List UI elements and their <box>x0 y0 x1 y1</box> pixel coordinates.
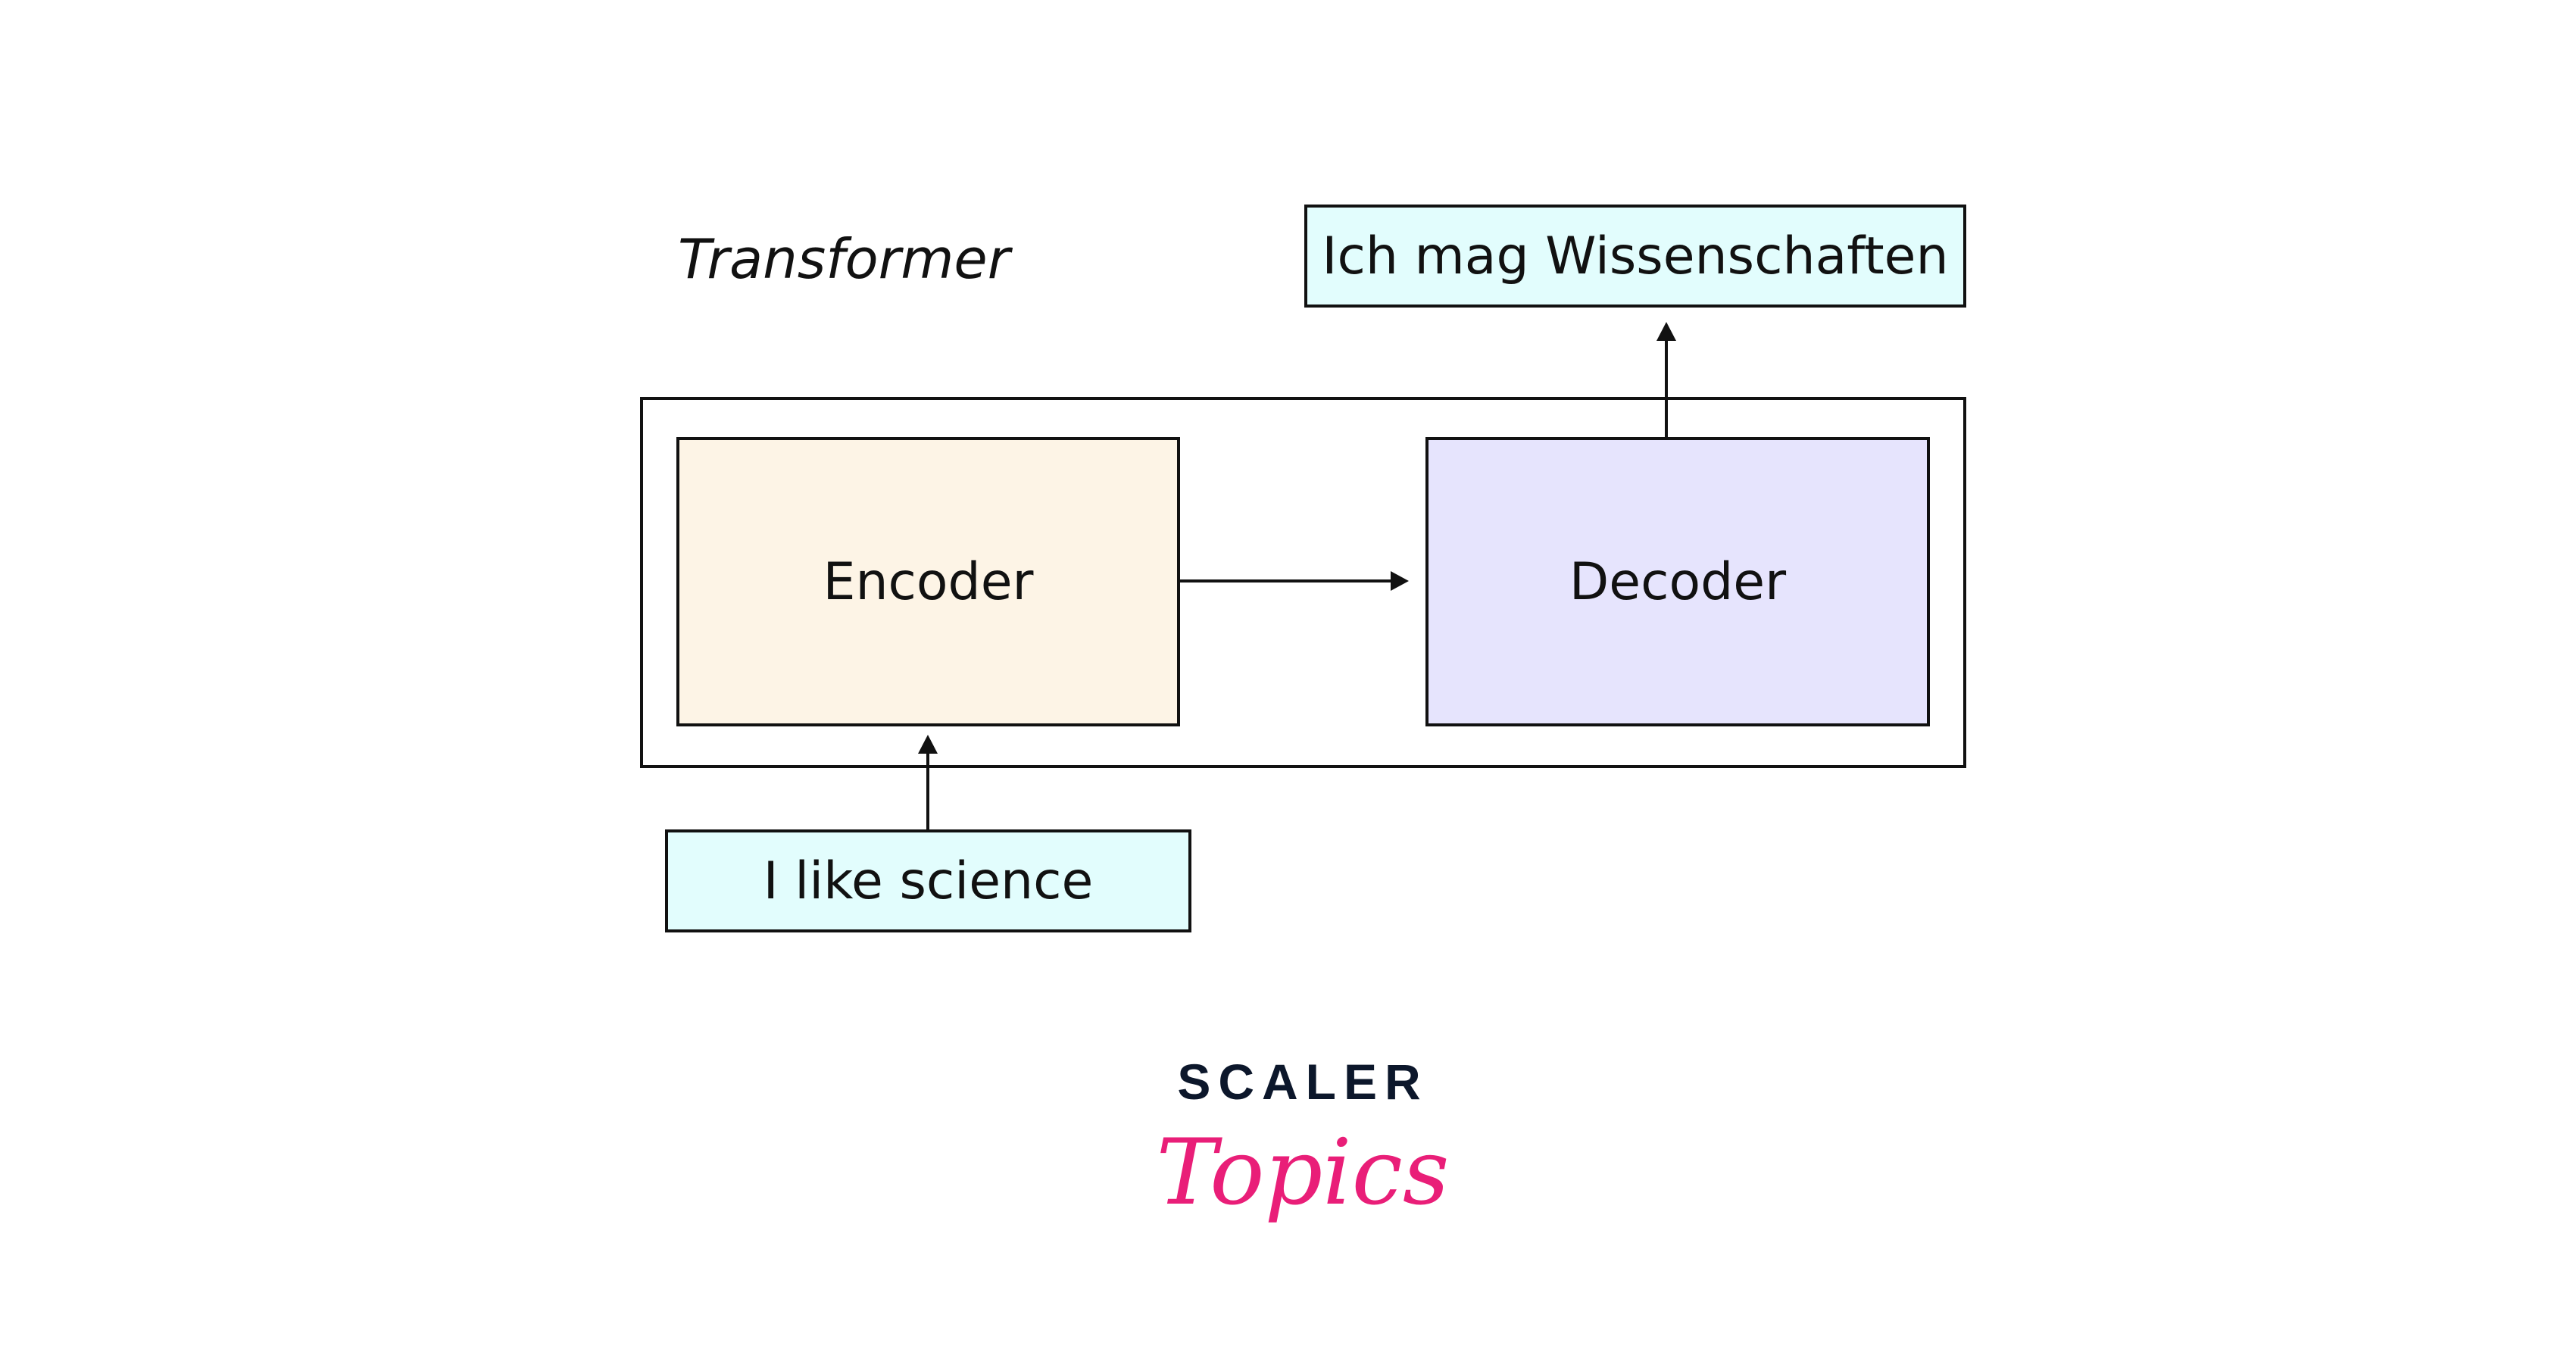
input-text: I like science <box>763 851 1094 911</box>
transformer-title: Transformer <box>678 227 1010 291</box>
logo-scaler-text: SCALER <box>1177 1054 1429 1110</box>
encoder-label: Encoder <box>823 551 1034 612</box>
decoder-label: Decoder <box>1569 551 1787 612</box>
output-text: Ich mag Wissenschaften <box>1322 226 1949 286</box>
arrow-input-to-encoder <box>918 735 938 829</box>
arrow-encoder-to-decoder <box>1180 571 1409 591</box>
output-box: Ich mag Wissenschaften <box>1304 205 1966 308</box>
scaler-topics-logo: SCALER Topics <box>1113 1053 1492 1235</box>
arrow-decoder-to-output <box>1656 322 1676 437</box>
decoder-box: Decoder <box>1425 437 1930 726</box>
encoder-box: Encoder <box>676 437 1180 726</box>
input-box: I like science <box>665 829 1191 932</box>
logo-topics-text: Topics <box>1156 1120 1450 1226</box>
